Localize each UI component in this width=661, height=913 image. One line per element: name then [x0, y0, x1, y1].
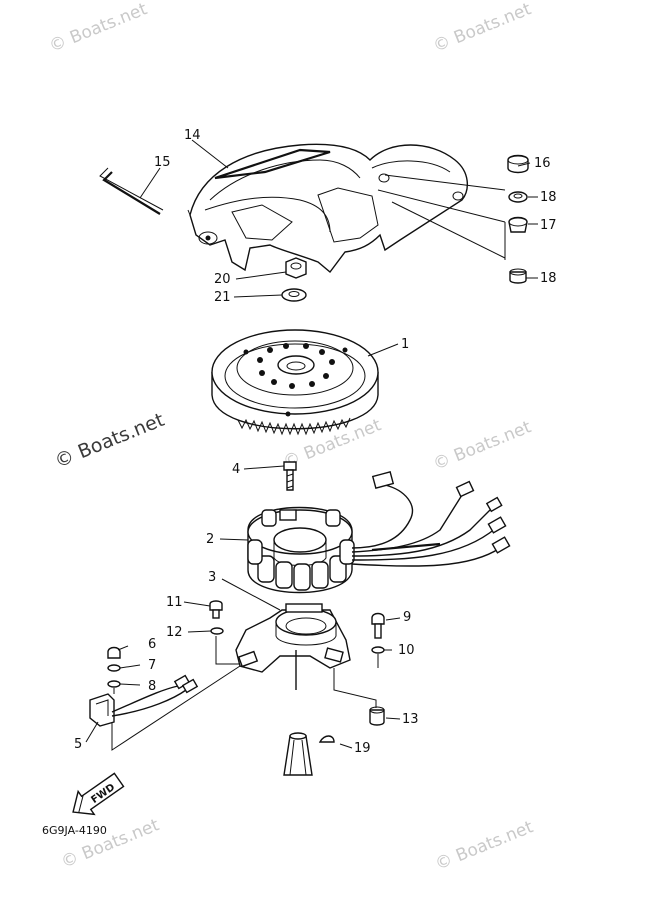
callout-18a: 18 — [540, 190, 557, 205]
crankshaft-part — [283, 732, 313, 776]
watermark-bottom-right: © Boats.net — [432, 817, 536, 875]
callout-18b: 18 — [540, 271, 557, 286]
callout-16: 16 — [534, 156, 551, 171]
callout-6: 6 — [148, 637, 156, 652]
watermark-mid-right: © Boats.net — [430, 417, 534, 475]
stator-part — [247, 471, 511, 594]
callout-13: 13 — [402, 712, 419, 727]
leader-lines — [85, 139, 538, 751]
pulser-coil-part — [89, 674, 199, 727]
watermark-top-right: © Boats.net — [430, 0, 534, 57]
hex-wrench-part — [99, 167, 164, 215]
callout-14: 14 — [184, 128, 201, 143]
bolt-part-4 — [283, 461, 297, 491]
callout-21: 21 — [214, 290, 231, 305]
callout-11: 11 — [166, 595, 183, 610]
callout-1: 1 — [401, 337, 409, 352]
callout-19: 19 — [354, 741, 371, 756]
watermark-mid-left: © Boats.net — [52, 409, 168, 473]
grommet-parts — [507, 154, 529, 284]
screw-stack-parts — [107, 646, 121, 688]
watermark-top-left: © Boats.net — [46, 0, 150, 57]
washer-part-10 — [371, 646, 385, 654]
callout-9: 9 — [403, 610, 411, 625]
callout-20: 20 — [214, 272, 231, 287]
callout-5: 5 — [74, 737, 82, 752]
callout-10: 10 — [398, 643, 415, 658]
washer-part-12 — [210, 627, 224, 635]
washer-part — [281, 288, 307, 302]
callout-8: 8 — [148, 679, 156, 694]
pulser-base-part — [235, 603, 351, 690]
screw-part-9 — [371, 612, 385, 639]
key-part-19 — [318, 735, 335, 743]
callout-2: 2 — [206, 532, 214, 547]
callout-4: 4 — [232, 462, 240, 477]
flywheel-cover-part — [187, 143, 468, 274]
collar-part-13 — [369, 706, 385, 726]
flywheel-part — [211, 329, 379, 436]
callout-15: 15 — [154, 155, 171, 170]
callout-7: 7 — [148, 658, 156, 673]
nut-part — [285, 257, 307, 279]
callout-3: 3 — [208, 570, 216, 585]
callout-17: 17 — [540, 218, 557, 233]
diagram-code: 6G9JA-4190 — [42, 824, 107, 837]
screw-part-11 — [209, 600, 223, 619]
fwd-arrow: FWD — [72, 772, 125, 816]
callout-12: 12 — [166, 625, 183, 640]
